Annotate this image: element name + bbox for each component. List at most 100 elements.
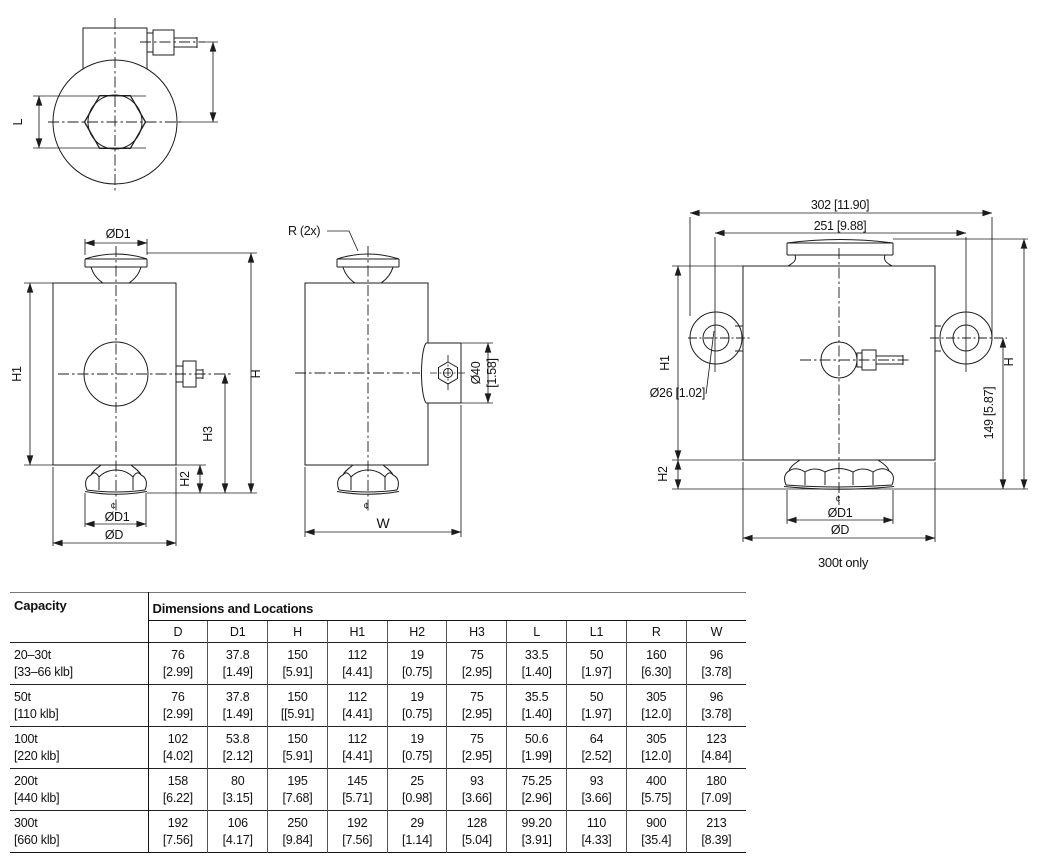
metric-value: 112: [347, 647, 368, 662]
value-cell-H: 250[9.84]: [267, 810, 328, 853]
value-cell-H3: 75[2.95]: [446, 684, 507, 727]
drawing-front-view: ØD1 H1 H H3 H2 ¢ ØD1 ØD: [10, 227, 263, 547]
metric-value: 35.5: [524, 689, 549, 704]
value-cell-L1: 50[1.97]: [566, 642, 627, 685]
value-cell-L: 35.5 [1.40]: [506, 684, 567, 727]
imperial-value: [4.41]: [342, 706, 373, 721]
imperial-value: [4.84]: [701, 748, 732, 763]
imperial-value: [6.30]: [641, 664, 672, 679]
metric-value: 19: [410, 731, 424, 746]
dimensions-header: Dimensions and Locations: [148, 592, 747, 621]
metric-value: 96: [709, 647, 724, 662]
metric-value: 80: [230, 773, 245, 788]
metric-value: 305: [646, 731, 667, 746]
value-cell-H: 150[5.91]: [267, 642, 328, 685]
metric-value: 50.6: [524, 731, 549, 746]
dim-label-l: L: [11, 118, 25, 125]
capacity-imperial: [110 klb]: [14, 706, 59, 721]
metric-value: 192: [167, 815, 189, 830]
metric-value: 93: [470, 773, 484, 788]
dim-label-d1: ØD1: [828, 506, 853, 520]
drawing-top-view: L: [11, 18, 218, 192]
imperial-value: [3.15]: [222, 790, 253, 805]
imperial-value: [5.91]: [282, 664, 313, 679]
value-cell-D1: 37.8[1.49]: [207, 684, 268, 727]
column-header-L1: L1: [566, 620, 627, 643]
metric-value: 19: [410, 647, 424, 662]
value-cell-L: 75.25[2.96]: [506, 768, 567, 811]
metric-value: 158: [167, 773, 189, 788]
value-cell-W: 180[7.09]: [685, 768, 747, 811]
metric-value: 96: [709, 689, 724, 704]
value-cell-W: 213[8.39]: [685, 810, 747, 853]
imperial-value: [1.49]: [222, 706, 253, 721]
value-cell-D1: 106[4.17]: [207, 810, 268, 853]
capacity-cell: 300t[660 klb]: [10, 810, 149, 853]
metric-value: 400: [646, 773, 667, 788]
column-header-D1: D1: [207, 620, 268, 643]
value-cell-L1: 110[4.33]: [566, 810, 627, 853]
imperial-value: [5.71]: [342, 790, 373, 805]
value-cell-H1: 112[4.41]: [326, 726, 388, 769]
capacity-metric: 200t: [14, 773, 38, 788]
metric-value: 250: [287, 815, 308, 830]
dim-label-302: 302 [11.90]: [811, 198, 869, 212]
value-cell-H1: 192[7.56]: [326, 810, 388, 853]
column-header-H2: H2: [386, 620, 447, 643]
dim-label-dia40: Ø40: [469, 361, 483, 384]
dim-label-h: H: [249, 369, 263, 378]
imperial-value: [1.40]: [521, 706, 552, 721]
column-header-H1: H1: [326, 620, 388, 643]
imperial-value: [3.91]: [521, 832, 552, 847]
imperial-value: [8.39]: [701, 832, 732, 847]
imperial-value: [4.41]: [342, 664, 373, 679]
metric-value: 106: [227, 815, 248, 830]
imperial-value: [3.66]: [461, 790, 492, 805]
column-header-H: H: [267, 620, 328, 643]
value-cell-H2: 19[0.75]: [386, 726, 447, 769]
dim-label-149: 149 [5.87]: [982, 387, 996, 440]
table-row: 300t[660 klb]192[7.56]106[4.17]250[9.84]…: [10, 810, 747, 853]
dim-label-h: H: [1002, 357, 1016, 366]
imperial-value: [1.40]: [521, 664, 552, 679]
value-cell-H: 195[7.68]: [267, 768, 328, 811]
metric-value: 53.8: [225, 731, 250, 746]
centerline-symbol: ¢: [111, 501, 116, 511]
imperial-value: [2.99]: [162, 706, 193, 721]
imperial-value: [0.98]: [402, 790, 433, 805]
metric-value: 76: [171, 689, 185, 704]
imperial-value: [2.99]: [162, 664, 193, 679]
value-cell-W: 96 [3.78]: [685, 684, 747, 727]
capacity-cell: 200t[440 klb]: [10, 768, 149, 811]
dim-label-w: W: [377, 515, 391, 531]
value-cell-R: 400[5.75]: [625, 768, 687, 811]
capacity-cell: 50t[110 klb]: [10, 684, 149, 727]
table-row: 50t[110 klb]76[2.99]37.8[1.49]150[[5.91]…: [10, 684, 747, 727]
dim-label-h1: H1: [10, 366, 24, 382]
imperial-value: [1.49]: [222, 664, 253, 679]
drawing-lifting-eye-view: 302 [11.90] 251 [9.88] Ø26 [1.02]: [650, 198, 1028, 570]
dim-label-h3: H3: [201, 426, 215, 442]
capacity-metric: 20–30t: [14, 647, 52, 662]
imperial-value: [2.95]: [461, 664, 492, 679]
value-cell-H3: 75[2.95]: [446, 726, 507, 769]
column-header-D: D: [173, 624, 183, 639]
metric-value: 195: [287, 773, 308, 788]
metric-value: 50: [589, 647, 604, 662]
metric-value: 93: [589, 773, 604, 788]
imperial-value: [12.0]: [641, 706, 672, 721]
value-cell-D1: 37.8[1.49]: [207, 642, 268, 685]
dim-label-dia26: Ø26 [1.02]: [650, 386, 705, 400]
imperial-value: [7.56]: [342, 832, 373, 847]
capacity-header: Capacity: [10, 592, 149, 643]
imperial-value: [3.78]: [701, 706, 732, 721]
value-cell-L1: 64[2.52]: [566, 726, 627, 769]
capacity-imperial: [220 klb]: [14, 748, 60, 763]
metric-value: 180: [706, 773, 727, 788]
capacity-cell: 100t[220 klb]: [10, 726, 149, 769]
column-header-W: W: [685, 620, 747, 643]
imperial-value: [35.4]: [641, 832, 672, 847]
imperial-value: [0.75]: [402, 664, 433, 679]
